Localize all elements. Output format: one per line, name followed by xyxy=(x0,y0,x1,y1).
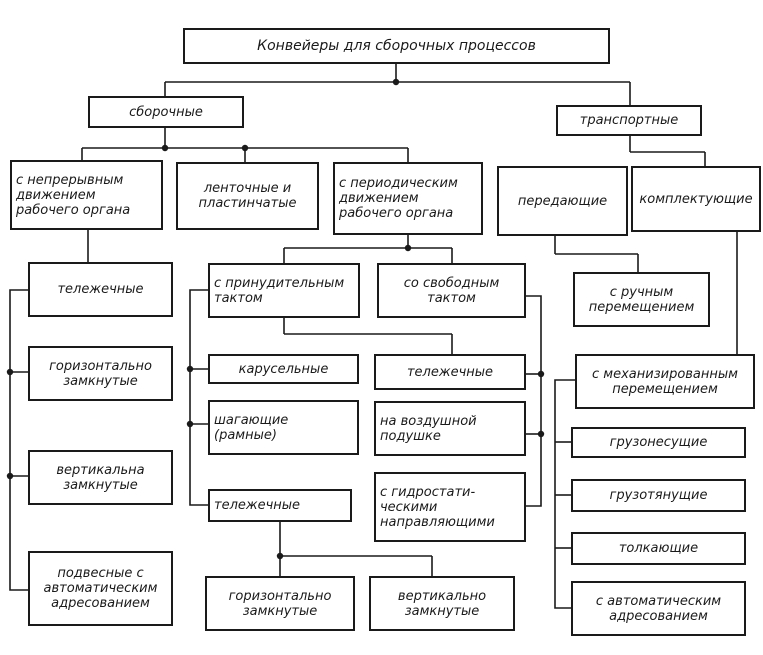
node-load-carrying: грузонесущие xyxy=(571,427,746,458)
node-load-pulling: грузотянущие xyxy=(571,479,746,512)
node-carousel: карусельные xyxy=(208,354,359,384)
node-manual-movement: с ручным перемещением xyxy=(573,272,710,327)
node-assembly: сборочные xyxy=(88,96,244,128)
node-trolley-forced: тележечные xyxy=(208,489,352,522)
node-pushing: толкающие xyxy=(571,532,746,565)
node-air-cushion: на воздушной подушке xyxy=(374,401,526,456)
node-vert-closed-continuous: вертикальна замкнутые xyxy=(28,450,173,505)
node-periodic: с периодическим движением рабочего орган… xyxy=(333,162,483,235)
node-continuous: с непрерывным движением рабочего органа xyxy=(10,160,163,230)
node-walking: шагающие (рамные) xyxy=(208,400,359,455)
node-horiz-closed-continuous: горизонтально замкнутые xyxy=(28,346,173,401)
node-trolley-continuous: тележечные xyxy=(28,262,173,317)
node-completing: комплектующие xyxy=(631,166,761,232)
node-trolley-free: тележечные xyxy=(374,354,526,390)
node-belt: ленточные и пластинчатые xyxy=(176,162,319,230)
node-auto-addressing: с автоматическим адресованием xyxy=(571,581,746,636)
node-forced-cycle: с принудительным тактом xyxy=(208,263,360,318)
node-suspended: подвесные с автоматическим адресованием xyxy=(28,551,173,626)
node-horiz-closed-bottom: горизонтально замкнутые xyxy=(205,576,355,631)
node-transport: транспортные xyxy=(556,105,702,136)
node-free-cycle: со свободным тактом xyxy=(377,263,526,318)
node-root: Конвейеры для сборочных процессов xyxy=(183,28,610,64)
node-transfer: передающие xyxy=(497,166,628,236)
node-mechanized-movement: с механизированным перемещением xyxy=(575,354,755,409)
node-vert-closed-bottom: вертикально замкнутые xyxy=(369,576,515,631)
node-hydrostatic: с гидростати- ческими направляющими xyxy=(374,472,526,542)
